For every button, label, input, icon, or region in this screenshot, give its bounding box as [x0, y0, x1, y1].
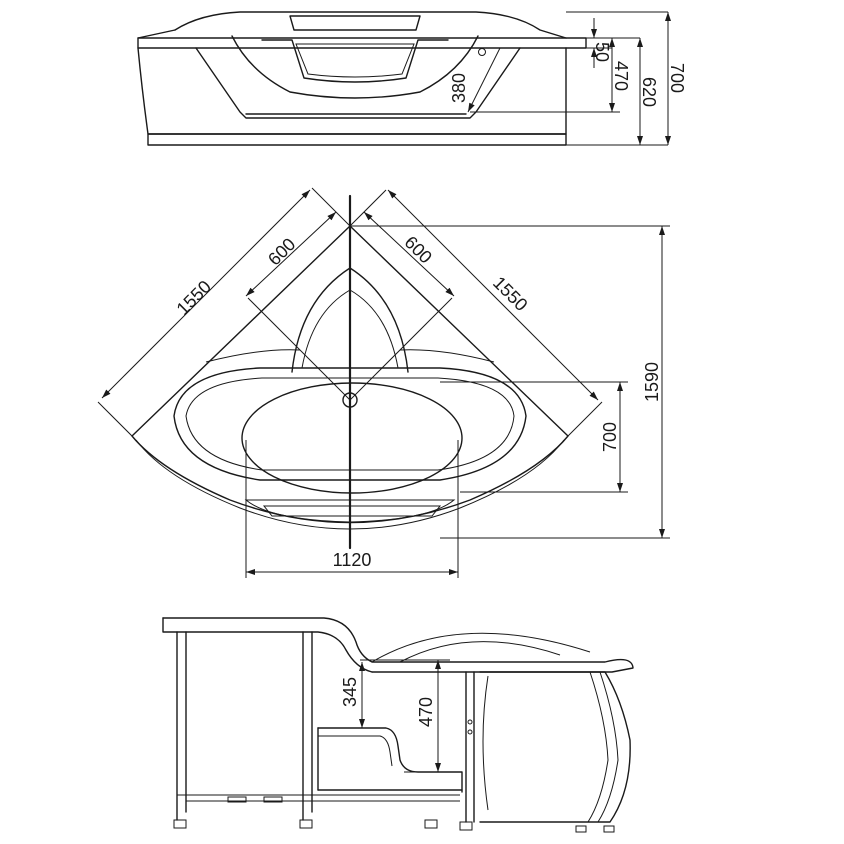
dim-label-620: 620	[639, 77, 659, 107]
top-view: 1550 1550 600 600 1590 700 1120	[97, 187, 670, 578]
front-view-outline	[137, 11, 587, 146]
section-view-outline	[162, 617, 634, 833]
dim-label-600-right: 600	[401, 232, 436, 267]
dim-label-700-front: 700	[667, 63, 687, 93]
section-view: 345 470	[162, 617, 634, 833]
dim-label-1590: 1590	[642, 362, 662, 402]
dim-label-50: 50	[592, 42, 612, 62]
top-view-outline	[131, 194, 569, 550]
dim-label-600-left: 600	[264, 234, 299, 269]
dim-label-470-section: 470	[416, 697, 436, 727]
dim-label-1550-right: 1550	[489, 273, 531, 315]
section-view-dimensions: 345 470	[340, 659, 450, 773]
dim-label-345: 345	[340, 677, 360, 707]
dim-label-700-top: 700	[600, 422, 620, 452]
dim-label-470-front: 470	[611, 61, 631, 91]
front-view-dimensions: 50 470 620 700 380	[449, 11, 687, 146]
top-view-dimensions: 1550 1550 600 600 1590 700 1120	[97, 187, 670, 578]
dim-label-1550-left: 1550	[173, 277, 215, 319]
dim-label-1120: 1120	[333, 550, 372, 570]
dim-label-380: 380	[449, 73, 469, 103]
front-view: 50 470 620 700 380	[137, 11, 687, 146]
